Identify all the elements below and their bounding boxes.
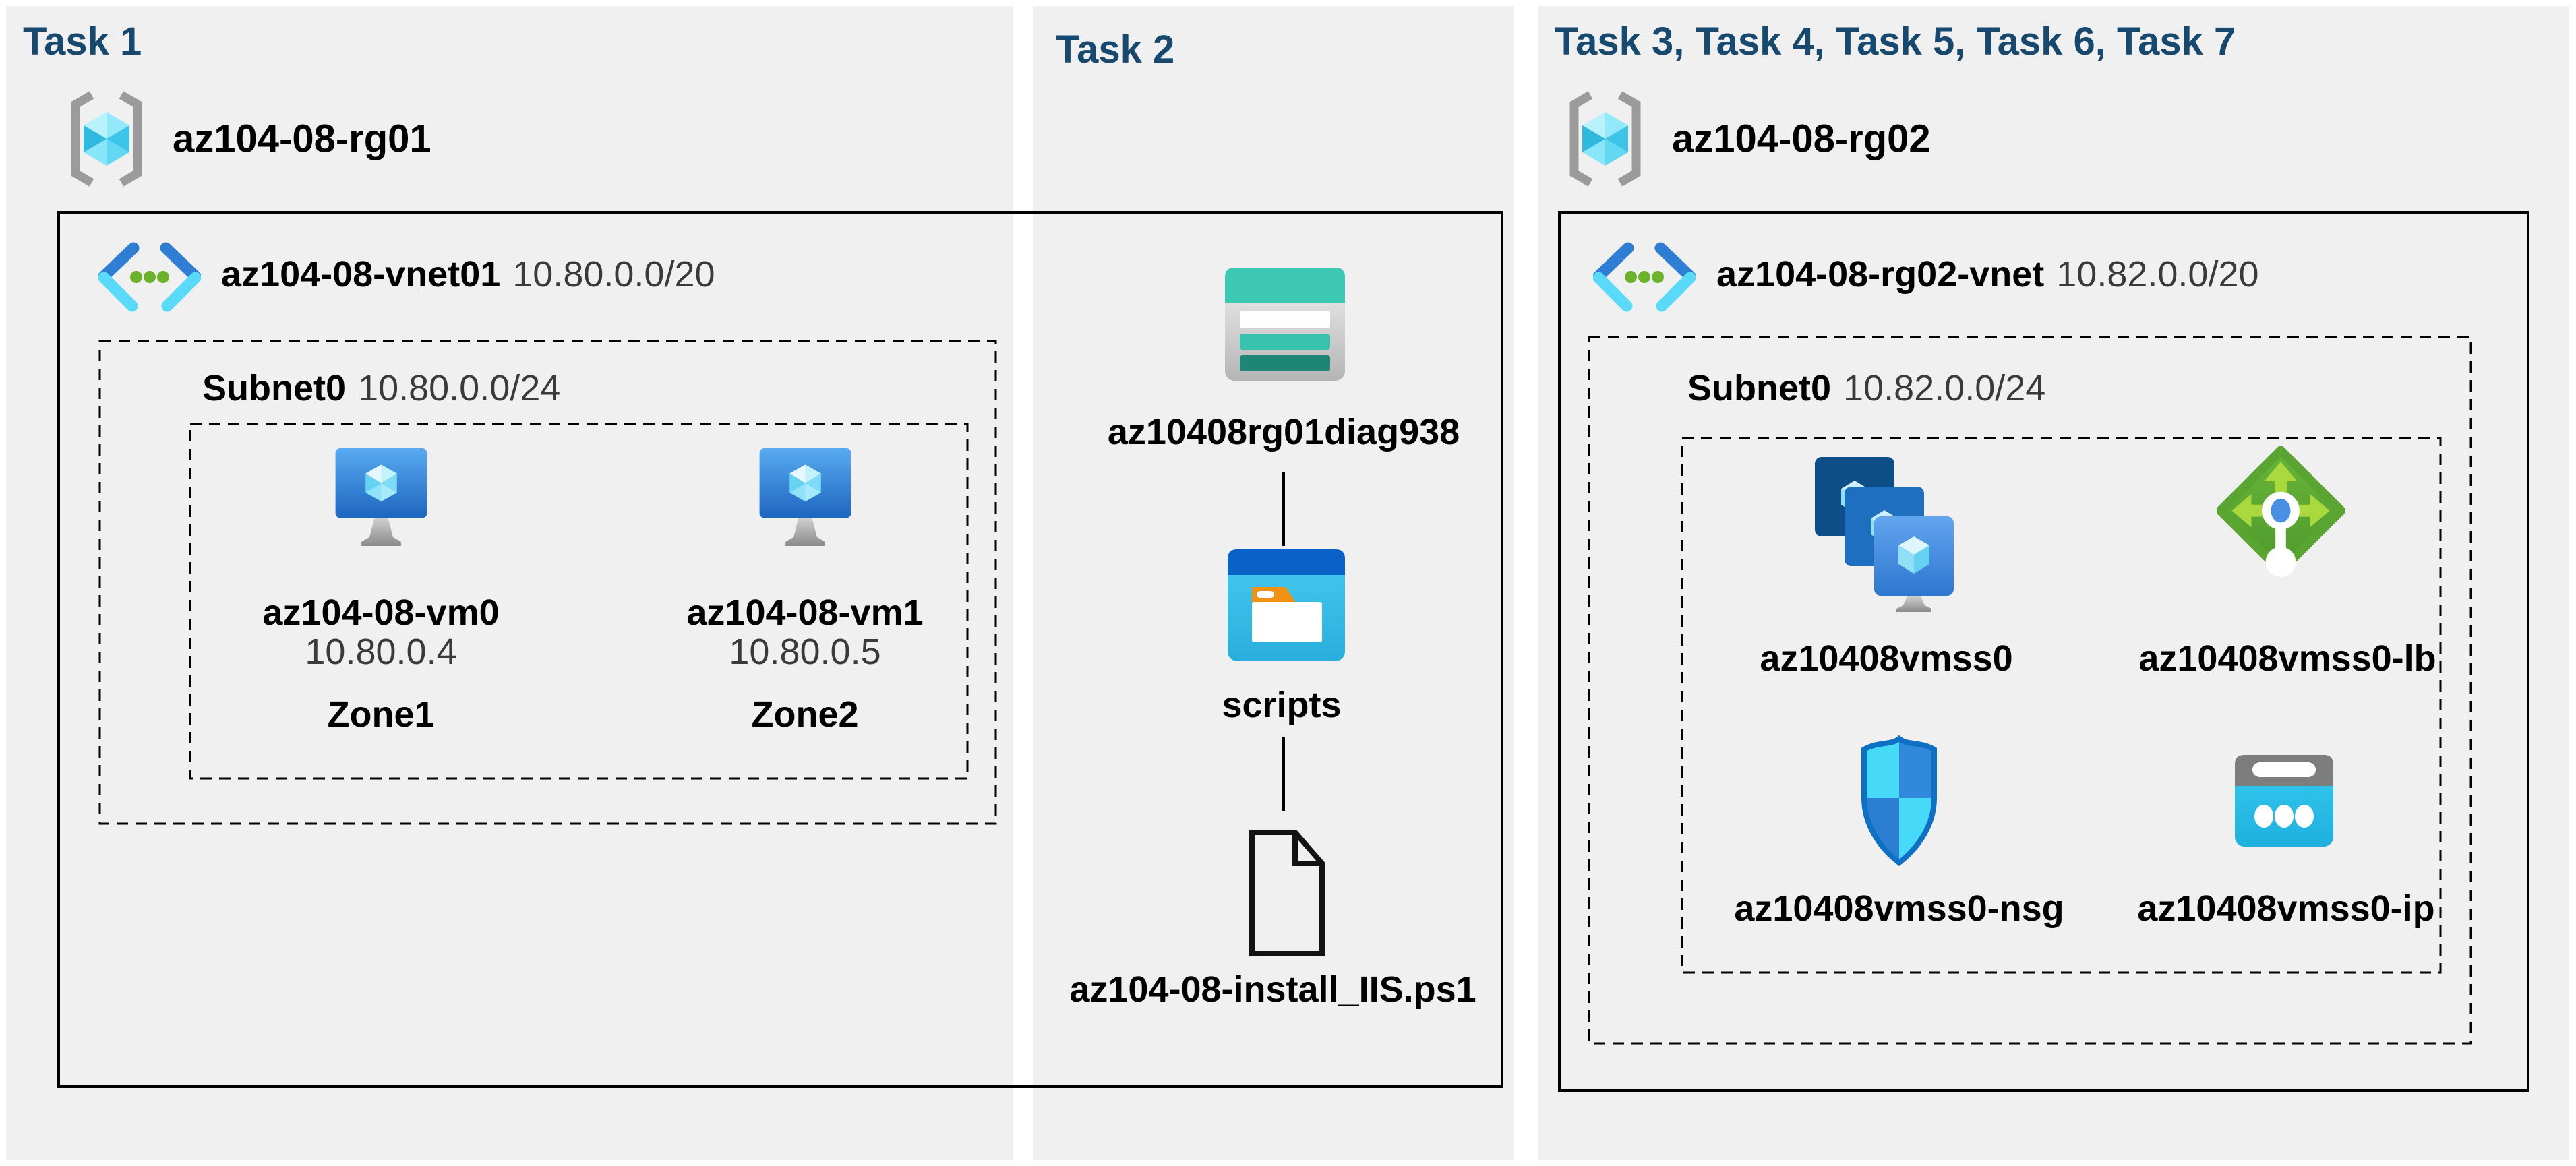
subnet0-dashed-box-rg01 (98, 340, 997, 825)
vm0-zone-label: Zone1 (327, 694, 435, 735)
task1-column (6, 6, 1013, 1160)
rg02-boundary-box (1558, 211, 2529, 1092)
vm1-name-label: az104-08-vm1 (686, 592, 924, 633)
subnet0-dashed-box-rg02 (1588, 336, 2472, 1045)
network-security-group-icon (1861, 735, 1937, 867)
vnet01-name: az104-08-vnet01 (221, 254, 501, 295)
subnet0-rg02-name: Subnet0 (1687, 368, 1832, 408)
resource-group-icon (71, 91, 142, 187)
folder-label: scripts (1222, 685, 1342, 725)
subnet0-rg01-label: Subnet0 10.80.0.0/24 (202, 367, 560, 409)
vm0-ip-label: 10.80.0.4 (305, 632, 457, 672)
rg01-boundary-box (57, 211, 1503, 1088)
vm-scale-set-icon (1815, 457, 1954, 612)
vmss-dashed-box-rg02 (1681, 437, 2442, 974)
vmss-label: az10408vmss0 (1760, 638, 2013, 679)
task3-7-header: Task 3, Task 4, Task 5, Task 6, Task 7 (1555, 20, 2236, 63)
rg02-vnet-name: az104-08-rg02-vnet (1716, 254, 2045, 295)
subnet0-rg01-name: Subnet0 (202, 368, 347, 408)
load-balancer-icon (2217, 446, 2345, 577)
vnet01-label: az104-08-vnet01 10.80.0.0/20 (221, 253, 715, 295)
public-ip-label: az10408vmss0-ip (2137, 888, 2435, 929)
folder-to-file-connector (1282, 737, 1285, 811)
script-file-label: az104-08-install_IIS.ps1 (1069, 969, 1476, 1010)
subnet0-rg01-cidr: 10.80.0.0/24 (358, 368, 561, 408)
vm1-zone-label: Zone2 (751, 694, 859, 735)
virtual-machine-icon (759, 448, 851, 546)
rg02-vnet-label: az104-08-rg02-vnet 10.82.0.0/20 (1716, 253, 2259, 295)
task1-header: Task 1 (23, 20, 142, 63)
nsg-label: az10408vmss0-nsg (1734, 888, 2064, 929)
rg01-label: az104-08-rg01 (173, 117, 431, 161)
virtual-machine-icon (335, 448, 427, 546)
task2-header: Task 2 (1056, 28, 1175, 71)
vm0-name-label: az104-08-vm0 (262, 592, 500, 633)
task3-column (1538, 6, 2569, 1160)
zones-dashed-box-rg01 (189, 423, 969, 780)
storage-account-icon (1225, 268, 1345, 381)
subnet0-rg02-cidr: 10.82.0.0/24 (1843, 368, 2046, 408)
subnet0-rg02-label: Subnet0 10.82.0.0/24 (1687, 367, 2045, 409)
load-balancer-label: az10408vmss0-lb (2138, 638, 2436, 679)
resource-group-icon (1569, 91, 1641, 187)
folder-icon (1228, 549, 1345, 661)
storage-to-folder-connector (1282, 472, 1285, 546)
vnet01-cidr: 10.80.0.0/20 (512, 254, 715, 295)
vm1-ip-label: 10.80.0.5 (729, 632, 881, 672)
rg02-vnet-cidr: 10.82.0.0/20 (2056, 254, 2259, 295)
public-ip-icon (2235, 755, 2333, 847)
storage-account-label: az10408rg01diag938 (1107, 412, 1460, 452)
file-icon (1249, 830, 1325, 956)
virtual-network-icon (98, 242, 201, 312)
rg02-label: az104-08-rg02 (1672, 117, 1931, 161)
virtual-network-icon (1593, 242, 1696, 312)
